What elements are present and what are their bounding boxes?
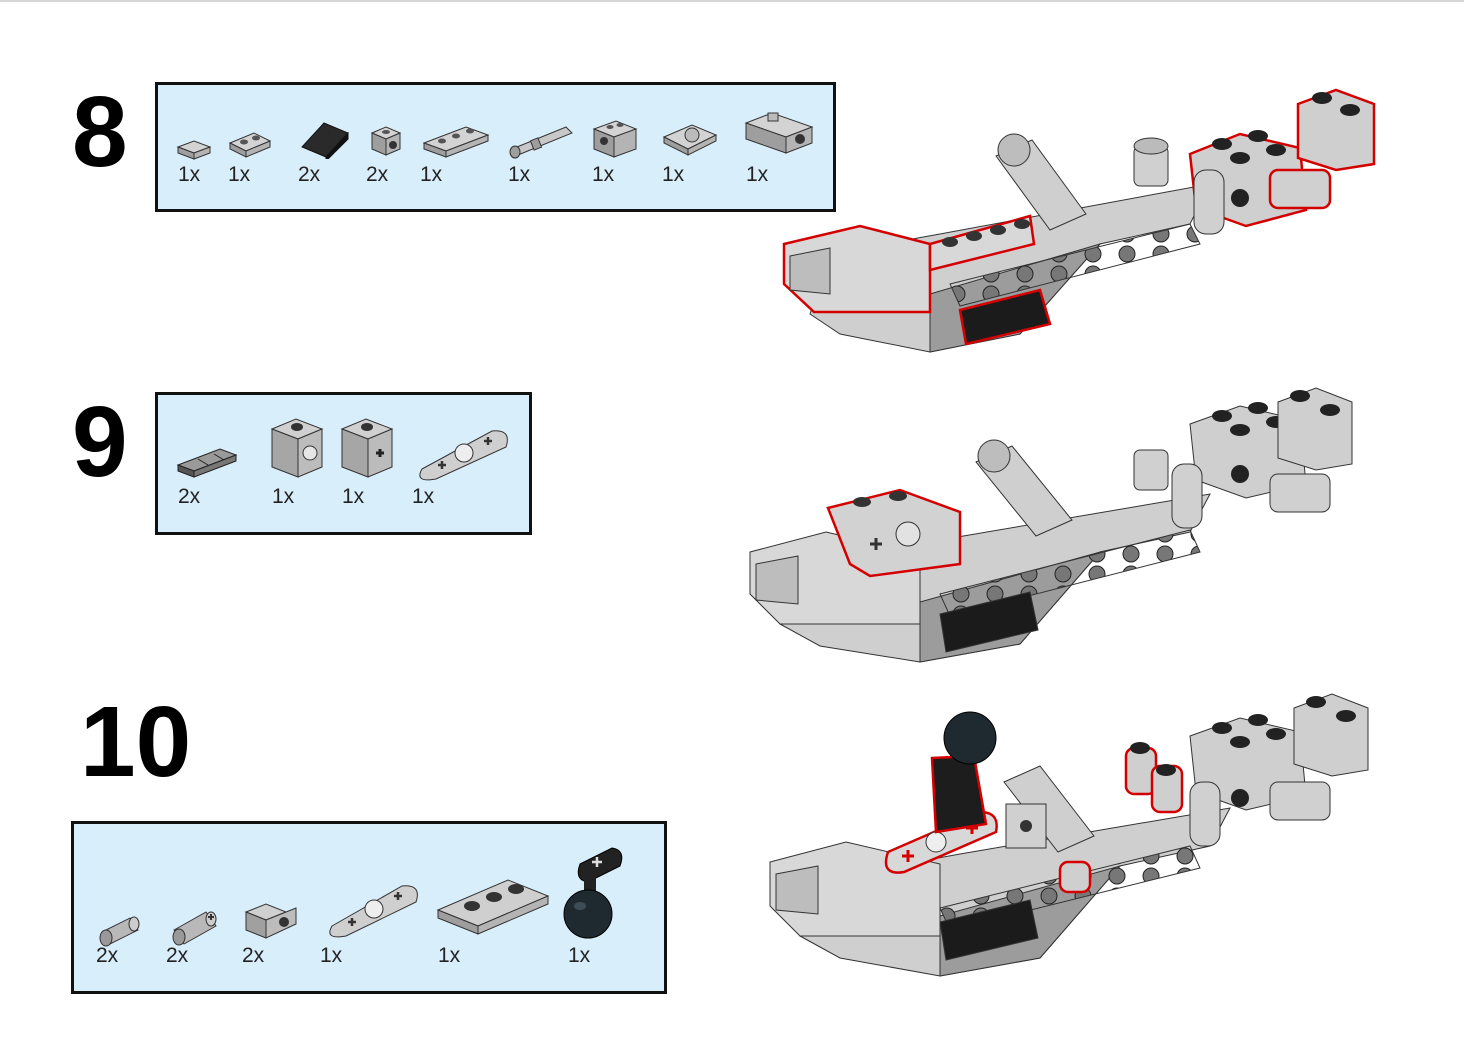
part-qty: 1x bbox=[592, 163, 615, 186]
technic-beam-3-icon bbox=[419, 430, 508, 481]
part-qty: 1x bbox=[438, 944, 461, 967]
technic-pin-axle-icon bbox=[172, 911, 217, 946]
part-qty: 1x bbox=[272, 485, 295, 508]
parts-list-step-9: 2x 1x 1x 1x bbox=[155, 392, 532, 535]
part-qty: 1x bbox=[412, 485, 435, 508]
technic-axle-connector-icon bbox=[176, 448, 238, 478]
technic-beam-3-icon bbox=[329, 885, 418, 938]
part-qty: 1x bbox=[662, 163, 685, 186]
page-top-rule bbox=[0, 0, 1464, 2]
technic-brick-1x1-axle-icon bbox=[340, 418, 394, 478]
part-qty: 2x bbox=[96, 944, 119, 967]
model-assembly-step-8 bbox=[782, 88, 1376, 353]
ball-socket-plate-icon bbox=[662, 124, 718, 156]
part-qty: 1x bbox=[342, 485, 365, 508]
part-qty: 2x bbox=[242, 944, 265, 967]
technic-brick-1x1-hole-icon bbox=[270, 418, 324, 478]
part-qty: 1x bbox=[228, 163, 251, 186]
bracket-1x1-icon bbox=[244, 903, 297, 939]
ball-joint-beam-icon bbox=[563, 847, 623, 939]
part-qty: 1x bbox=[568, 944, 591, 967]
parts-list-step-10: 2x 2x 2x 1x 1x 1x bbox=[71, 821, 667, 994]
step-number-8: 8 bbox=[72, 76, 128, 188]
model-assembly-step-10 bbox=[769, 693, 1369, 977]
bracket-1x1-icon bbox=[370, 126, 402, 156]
technic-connector-icon bbox=[744, 112, 814, 154]
part-qty: 2x bbox=[178, 485, 201, 508]
part-qty: 1x bbox=[746, 163, 769, 186]
technic-axle-pin-icon bbox=[509, 126, 573, 159]
slope-black-icon bbox=[301, 122, 349, 159]
part-qty: 2x bbox=[166, 944, 189, 967]
parts-list-step-8: 1x 1x 2x 2x 1x 1x 1x 1x 1x bbox=[155, 82, 836, 212]
part-qty: 1x bbox=[420, 163, 443, 186]
step-number-9: 9 bbox=[72, 386, 128, 498]
plate-1x3-icon bbox=[436, 879, 550, 935]
model-assembly-step-9 bbox=[749, 387, 1353, 663]
plate-1x2-icon bbox=[228, 132, 272, 158]
part-qty: 2x bbox=[366, 163, 389, 186]
plate-1x1-icon bbox=[176, 140, 212, 160]
technic-brick-1x2-icon bbox=[592, 120, 638, 158]
step-number-10: 10 bbox=[80, 686, 192, 798]
technic-pin-short-icon bbox=[99, 916, 140, 947]
part-qty: 1x bbox=[320, 944, 343, 967]
part-qty: 2x bbox=[298, 163, 321, 186]
part-qty: 1x bbox=[508, 163, 531, 186]
plate-1x3-icon bbox=[422, 126, 490, 158]
part-qty: 1x bbox=[178, 163, 201, 186]
